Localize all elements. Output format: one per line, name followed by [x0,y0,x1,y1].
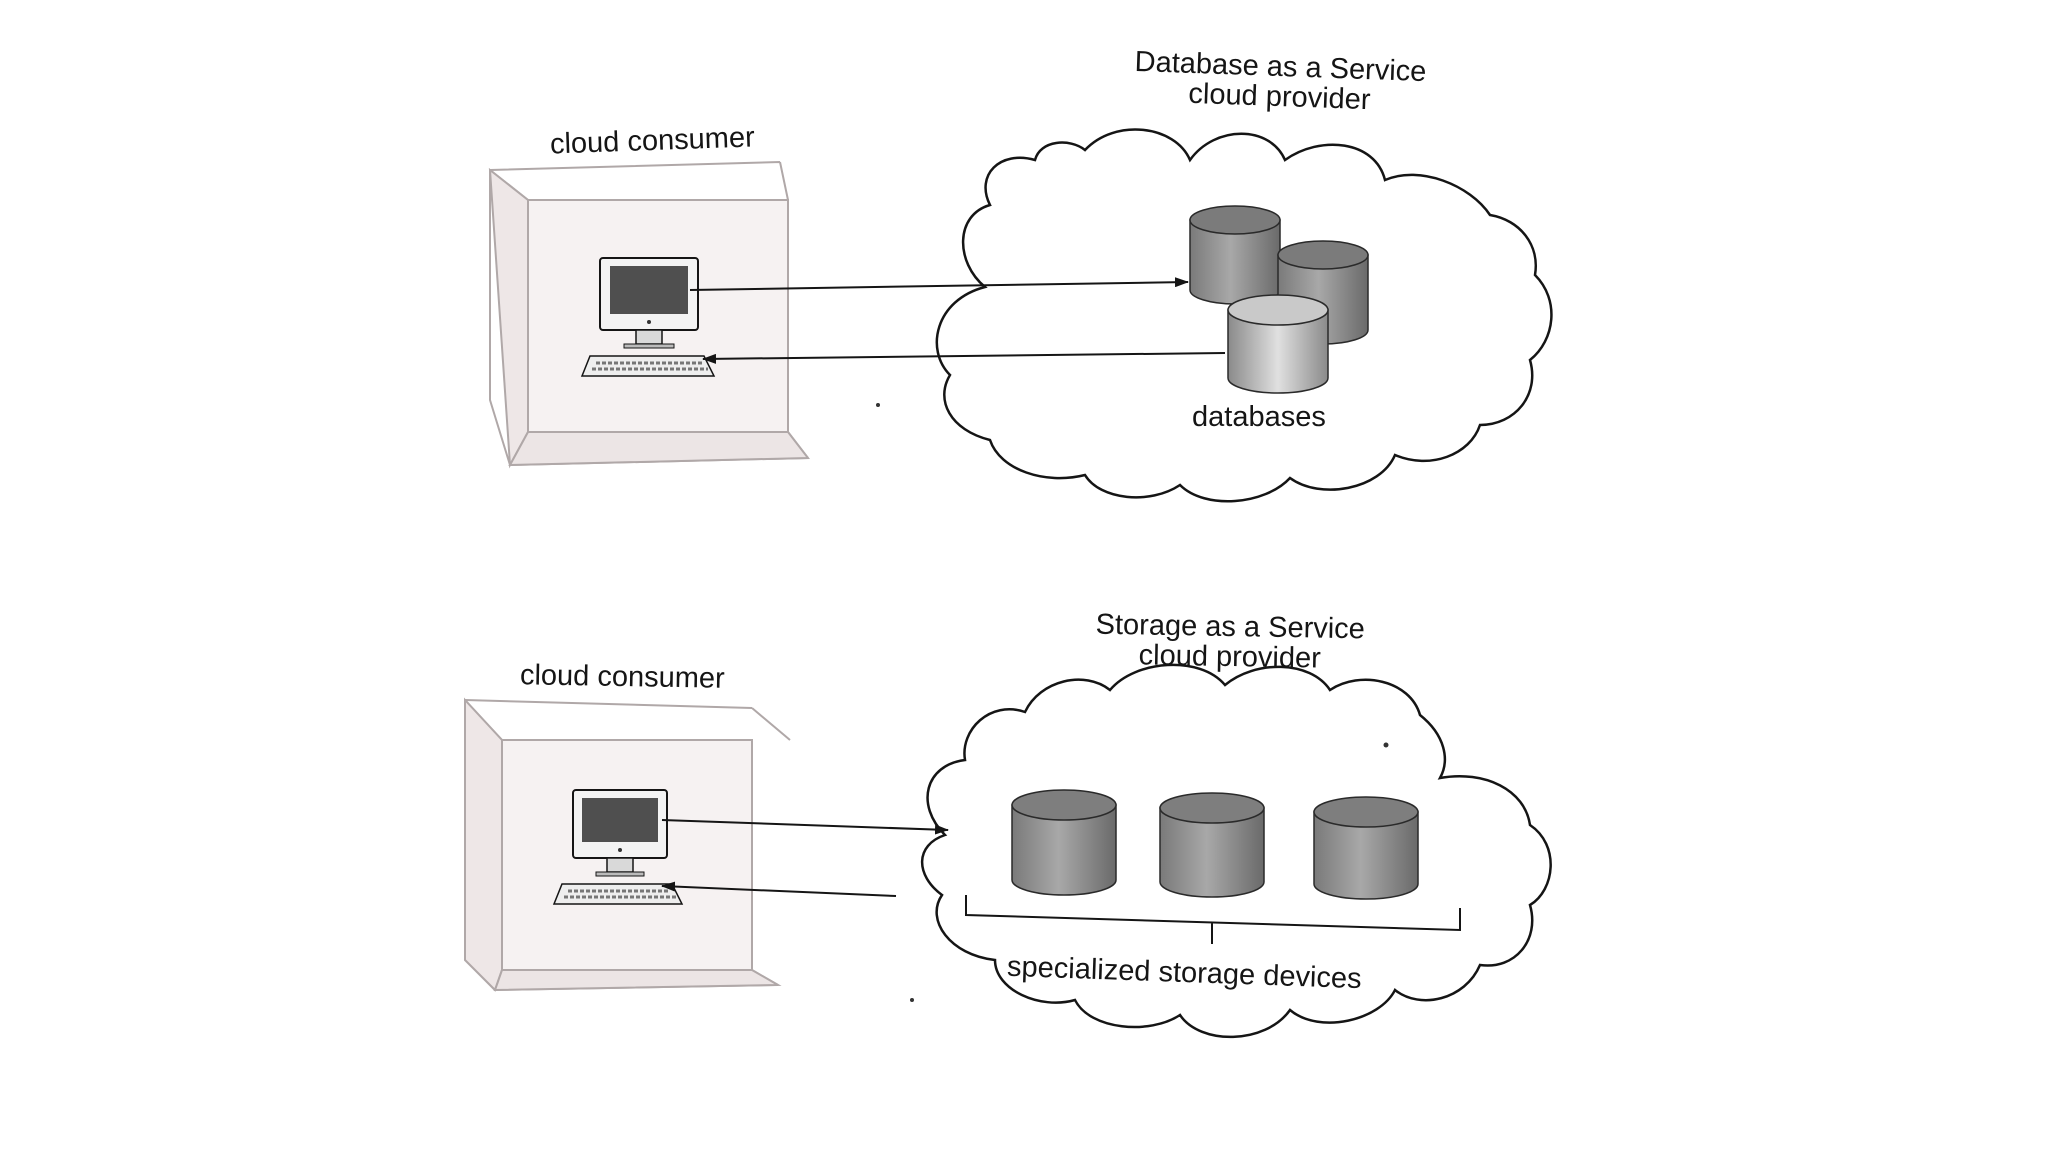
storage-device-2 [1159,792,1265,898]
scan-dot [1383,742,1389,748]
scan-dot [910,998,914,1002]
consumer-box-top [488,161,810,469]
storage-bracket [965,895,1461,944]
provider-title-bottom-line1: Storage as a Service [1095,608,1366,646]
consumer-label-bottom: cloud consumer [519,659,725,695]
consumer-box-bottom [464,697,791,992]
storage-device-3 [1313,796,1419,900]
response-arrow-bottom [661,881,897,897]
storage-device-1 [1011,789,1117,896]
computer-icon-bottom [552,789,684,905]
database-cylinder-1 [1189,205,1281,305]
computer-icon-top [580,257,716,377]
response-arrow-top [702,352,1226,364]
consumer-label-top: cloud consumer [549,121,756,161]
request-arrow-bottom [661,819,949,835]
database-cylinder-3 [1227,294,1329,394]
request-arrow-top [689,277,1189,291]
provider-title-top: Database as a Service cloud provider [1109,46,1451,118]
resource-label-top: databases [1192,401,1326,433]
provider-title-bottom: Storage as a Service cloud provider [1070,609,1391,675]
scan-dot [876,403,880,407]
